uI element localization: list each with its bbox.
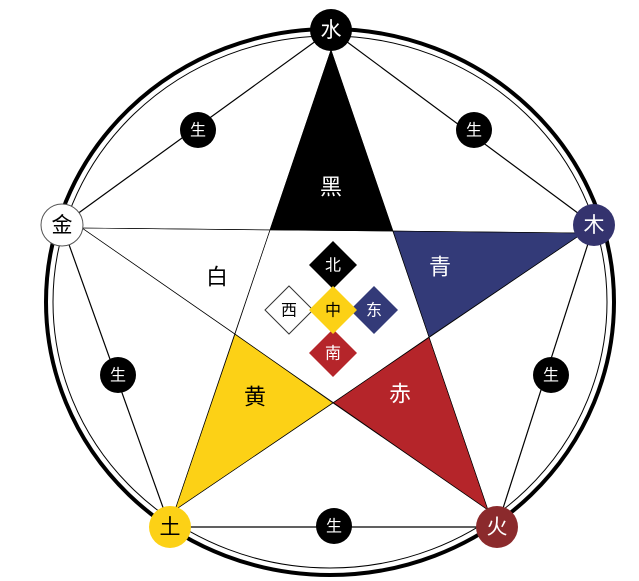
direction-center-diamond <box>309 286 357 334</box>
direction-south-label: 南 <box>325 344 341 363</box>
direction-north-diamond <box>309 241 357 289</box>
generating-marker <box>456 112 492 148</box>
color-label-red: 赤 <box>389 383 411 408</box>
color-label-yellow: 黄 <box>244 386 266 411</box>
color-labels: 黑青赤 黄 白 <box>206 176 451 411</box>
color-label-white: 白 <box>206 266 228 291</box>
generating-marker <box>533 357 569 393</box>
direction-north-label: 北 <box>325 256 341 275</box>
generating-label: 生 <box>110 366 126 385</box>
element-label-water: 水 <box>321 18 342 42</box>
pentagram-line <box>174 49 332 511</box>
element-nodes: 水木火 土 金 <box>40 9 615 548</box>
generating-markers: 生生生生生 <box>100 112 569 544</box>
element-label-earth: 土 <box>160 515 181 539</box>
pentagram-lines <box>81 49 584 511</box>
element-node-wood <box>573 204 615 246</box>
pentagram-line <box>81 227 584 234</box>
pentagram-line <box>174 232 584 511</box>
element-node-fire <box>476 506 518 548</box>
color-label-azure: 青 <box>429 256 451 281</box>
element-label-wood: 木 <box>584 213 605 237</box>
element-node-metal <box>40 203 84 247</box>
element-node-earth <box>149 506 191 548</box>
direction-east-label: 东 <box>366 301 382 320</box>
pentagram <box>81 49 584 511</box>
generating-marker <box>316 508 352 544</box>
generating-marker <box>180 112 216 148</box>
direction-south-diamond <box>309 329 357 377</box>
direction-east-diamond <box>350 286 398 334</box>
direction-center-label: 中 <box>325 301 341 320</box>
star-point-black <box>269 49 394 232</box>
element-label-fire: 火 <box>487 515 508 539</box>
pentagram-line <box>330 49 489 511</box>
generating-label: 生 <box>466 121 482 140</box>
direction-west-diamond <box>264 285 314 335</box>
color-label-black: 黑 <box>320 176 342 201</box>
direction-diamonds: 北西 东南 中 <box>264 241 398 377</box>
direction-west-label: 西 <box>281 301 297 320</box>
element-label-metal: 金 <box>52 213 73 237</box>
pentagram-line <box>81 227 489 511</box>
element-node-water <box>310 9 352 51</box>
generating-marker <box>100 357 136 393</box>
generating-label: 生 <box>326 517 342 536</box>
generating-label: 生 <box>190 121 206 140</box>
generating-label: 生 <box>543 366 559 385</box>
